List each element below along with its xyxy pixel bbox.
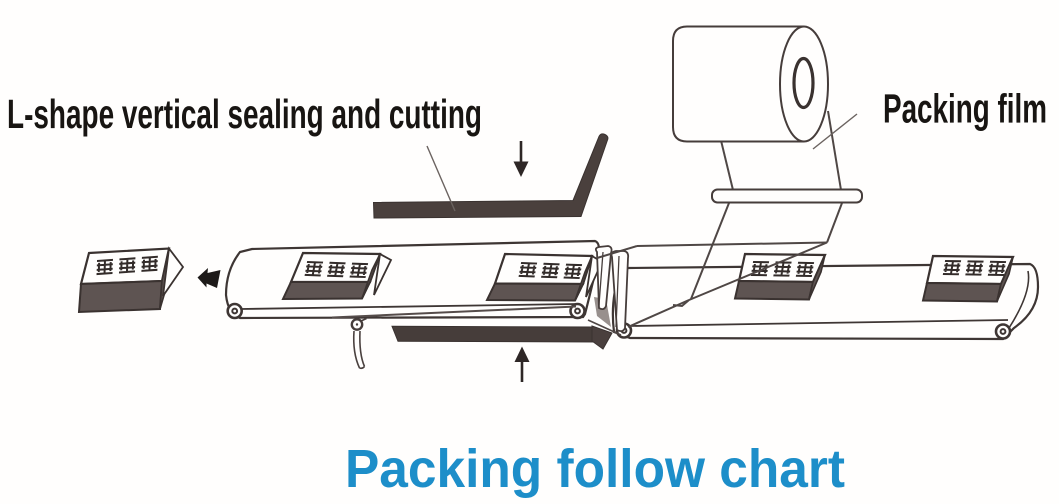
svg-text:Packing film: Packing film (883, 86, 1047, 132)
svg-text:L-shape vertical sealing and c: L-shape vertical sealing and cutting (7, 91, 482, 137)
svg-text:Packing follow chart: Packing follow chart (345, 439, 845, 499)
